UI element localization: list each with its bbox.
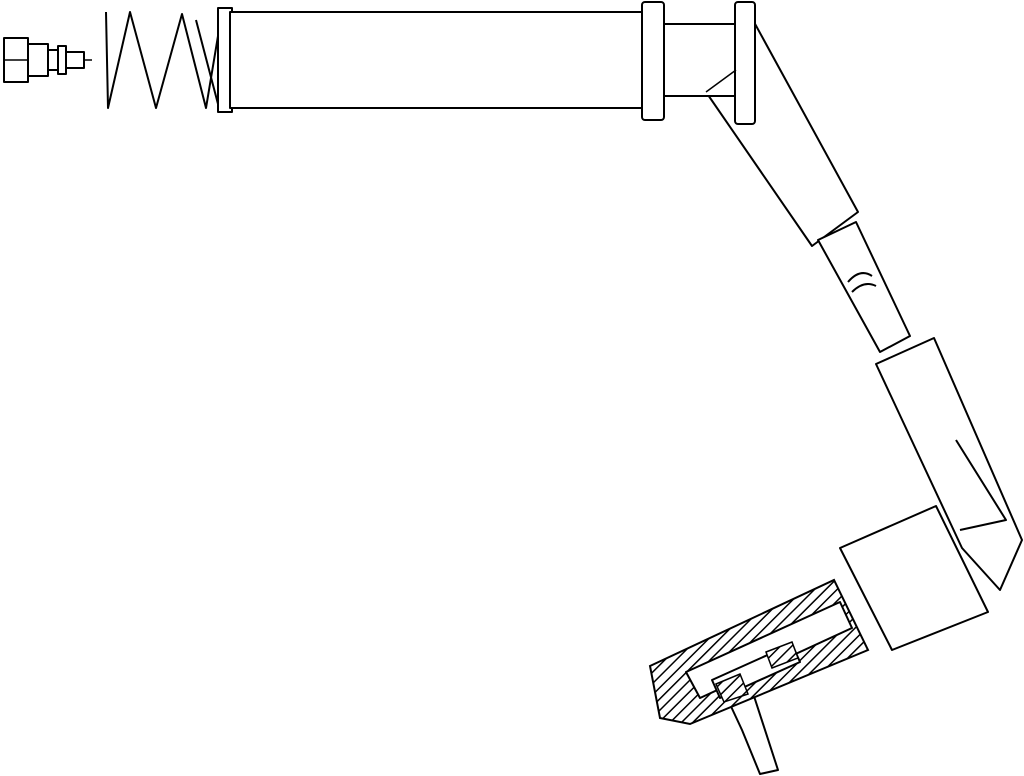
terminal: [648, 578, 870, 775]
plug-connector: [3, 37, 92, 83]
cable-segment: [817, 221, 911, 353]
angled-boot: [839, 337, 1023, 651]
spring: [105, 7, 233, 113]
cable-tube: [229, 11, 645, 109]
straight-boot: [641, 1, 859, 247]
